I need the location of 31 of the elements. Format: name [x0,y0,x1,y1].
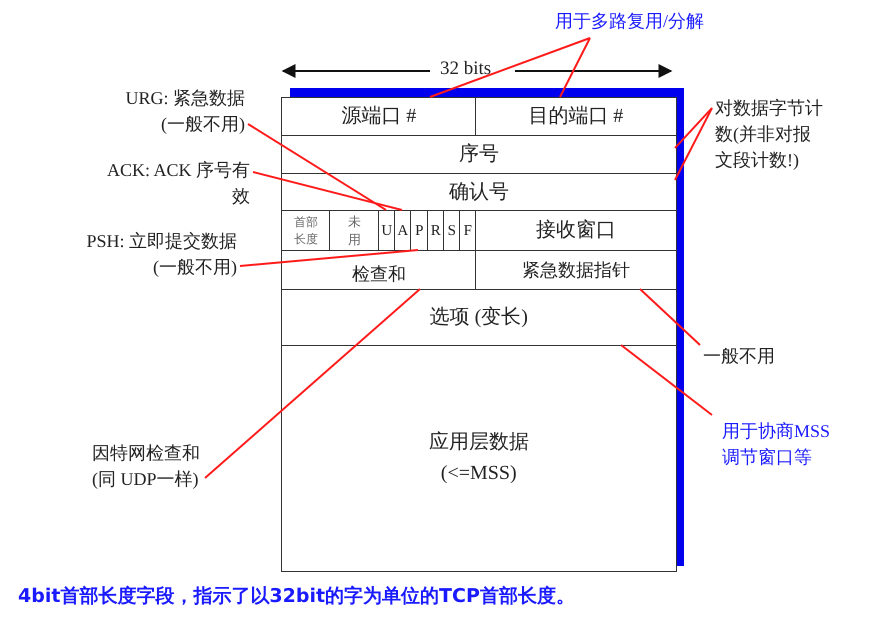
annotation-text: 用于协商MSS调节窗口等 [722,418,846,470]
field-cell: 序号 [281,135,676,174]
leader-line [674,108,713,180]
annotation-text: 一般不用 [703,343,803,369]
leader-line [620,344,713,416]
leader-line [559,38,591,98]
annotation-text: PSH: 立即提交数据(一般不用) [78,228,237,280]
field-cell: 未用 [329,210,380,252]
annotation-text: 对数据字节计数(并非对报文段计数!) [715,95,825,173]
leader-line [252,171,402,211]
annotation-text: URG: 紧急数据(一般不用) [117,85,245,137]
leader-line [240,249,418,267]
field-cell: 紧急数据指针 [475,250,676,290]
field-cell: 接收窗口 [475,210,676,252]
leader-line [430,37,590,98]
field-cell: 首部长度 [281,210,330,252]
field-cell: 选项 (变长) [281,289,676,346]
field-cell: 检查和 [281,250,476,290]
annotation-text: ACK: ACK 序号有效 [104,157,250,209]
leader-line [674,107,713,149]
caption: 4bit首部长度字段，指示了以32bit的字为单位的TCP首部长度。 [18,584,575,609]
leader-line [247,123,387,211]
leader-line [204,288,421,479]
dimension-label: 32 bits [440,57,492,81]
field-cell: 目的端口 # [475,97,676,136]
leader-line [639,288,701,346]
annotation-text: 用于多路复用/分解 [555,8,775,34]
field-cell: 应用层数据 (<=MSS) [281,345,676,572]
field-cell: 确认号 [281,173,676,212]
annotation-text: 因特网检查和(同 UDP一样) [92,440,204,492]
field-cell: 源端口 # [281,97,476,136]
